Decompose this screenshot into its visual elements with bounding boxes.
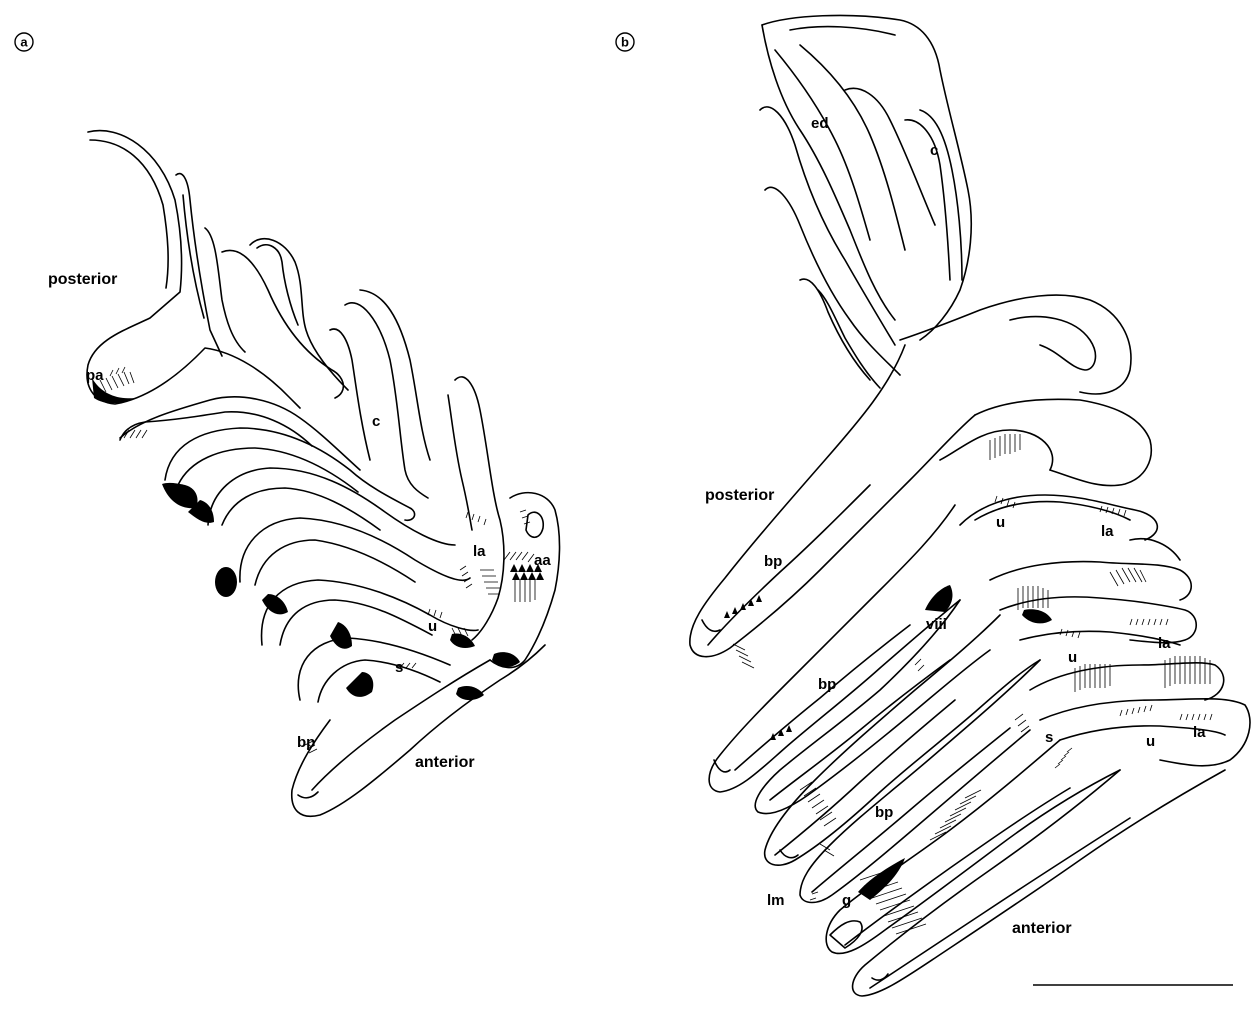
panel-a-label-u: u: [428, 618, 437, 635]
panel-b-ed-inner-top: [790, 27, 895, 35]
panel-b-hatching: [733, 434, 1210, 934]
panel-b-arm-5-inner: [812, 728, 1010, 892]
panel-a-pigment-8: [450, 634, 475, 649]
panel-a-fold-1: [120, 397, 360, 470]
panel-b-arm-4: [765, 615, 1040, 865]
panel-b-arm-5: [800, 660, 1040, 903]
panel-a-pigment-9: [456, 686, 484, 700]
panel-b-label-bp-1: bp: [764, 553, 782, 570]
panel-a-fold-1b: [120, 412, 312, 446]
panel-a-fold-2b: [178, 448, 358, 492]
panel-a-letter: a: [20, 35, 28, 50]
panel-a-pigment-7: [346, 672, 373, 697]
panel-a-anterior-arm-tip: [298, 792, 318, 798]
panel-a-label-pa: pa: [86, 367, 104, 384]
panel-b-pigment-2: [1022, 609, 1052, 623]
panel-b-label-c: c: [930, 142, 938, 159]
panel-b-junction: [900, 295, 1131, 394]
panel-a-fold-3b: [222, 488, 380, 530]
panel-b-ed-inner-3: [845, 88, 935, 225]
panel-b-label-la-1: la: [1101, 523, 1114, 540]
panel-b-fold-upper: [975, 399, 1151, 485]
panel-b-label-la-3: la: [1193, 724, 1206, 741]
panel-b-ed-column-left: [762, 25, 895, 320]
panel-a-pigment-6: [330, 622, 352, 649]
panel-b-finger-3: [800, 279, 870, 380]
panel-b-arm-3: [755, 600, 990, 813]
panel-a-label-s: s: [395, 659, 403, 676]
panel-b-ed-column: [762, 15, 971, 340]
panel-b-fold-mid-stub: [1130, 539, 1180, 560]
panel-b-arm-7-inner: [870, 818, 1130, 988]
panel-b-arm-7-tip: [872, 974, 888, 980]
panel-a-label-bp: bp: [297, 734, 315, 751]
panel-a: a: [15, 33, 560, 816]
panel-b-letter: b: [621, 35, 629, 50]
panel-b-label-lm: lm: [767, 892, 785, 909]
panel-b-pigment-viii: [925, 585, 952, 612]
panel-a-finger-1-in: [183, 195, 204, 318]
panel-b-arm-1-tip: [702, 620, 720, 631]
panel-a-band-c3: [330, 329, 370, 460]
panel-a-label-la: la: [473, 543, 486, 560]
panel-b-finger-2: [765, 187, 900, 375]
panel-a-right-lobe-inner: [448, 395, 472, 530]
panel-a-label-aa: aa: [534, 552, 551, 569]
panel-b-junction-inner: [1010, 317, 1095, 370]
panel-b-c-band: [905, 120, 950, 280]
panel-b-arm-2-tip: [714, 760, 730, 772]
panel-b: b: [616, 15, 1250, 996]
panel-a-fold-6b: [318, 660, 440, 702]
panel-a-pigment-2: [162, 483, 198, 508]
panel-b-pigment-g: [858, 858, 905, 900]
panel-b-label-ed: ed: [811, 115, 829, 132]
panel-b-marker: b: [616, 33, 634, 51]
panel-a-label-posterior: posterior: [48, 271, 117, 288]
panel-b-label-la-2: la: [1158, 635, 1171, 652]
panel-b-fold-mid: [990, 562, 1191, 600]
panel-a-aa-inner: [526, 512, 543, 537]
panel-a-fold-4b: [255, 540, 415, 585]
panel-a-top-loop: [250, 239, 348, 390]
panel-b-label-u-3: u: [1146, 733, 1155, 750]
panel-b-label-viii: viii: [926, 616, 947, 633]
panel-b-arm-4-inner: [775, 700, 955, 855]
panel-a-marker: a: [15, 33, 33, 51]
panel-b-ed-inner-2: [800, 45, 905, 250]
panel-a-label-c: c: [372, 413, 380, 430]
panel-b-ed-inner-1: [775, 50, 870, 240]
panel-b-label-u-2: u: [1068, 649, 1077, 666]
panel-b-label-s: s: [1045, 729, 1053, 746]
panel-a-label-anterior: anterior: [415, 754, 475, 771]
panel-b-arm-2: [709, 505, 960, 792]
panel-a-fold-3: [208, 468, 455, 545]
panel-b-label-u-1: u: [996, 514, 1005, 531]
panel-b-label-anterior: anterior: [1012, 920, 1072, 937]
panel-b-label-bp-2: bp: [818, 676, 836, 693]
panel-a-anterior-arm: [292, 645, 545, 816]
panel-a-right-lobe: [455, 377, 504, 640]
panel-a-pigment-4: [215, 567, 237, 597]
panel-b-label-posterior: posterior: [705, 487, 774, 504]
panel-b-fold-upper-2: [940, 430, 1053, 470]
panel-b-label-g: g: [842, 892, 851, 909]
panel-b-arm-3-inner: [770, 660, 950, 800]
panel-b-arm-4-tip: [780, 850, 798, 858]
panel-a-fold-5: [262, 580, 478, 645]
panel-b-arm-1-inner: [708, 485, 870, 645]
panel-b-label-bp-3: bp: [875, 804, 893, 821]
